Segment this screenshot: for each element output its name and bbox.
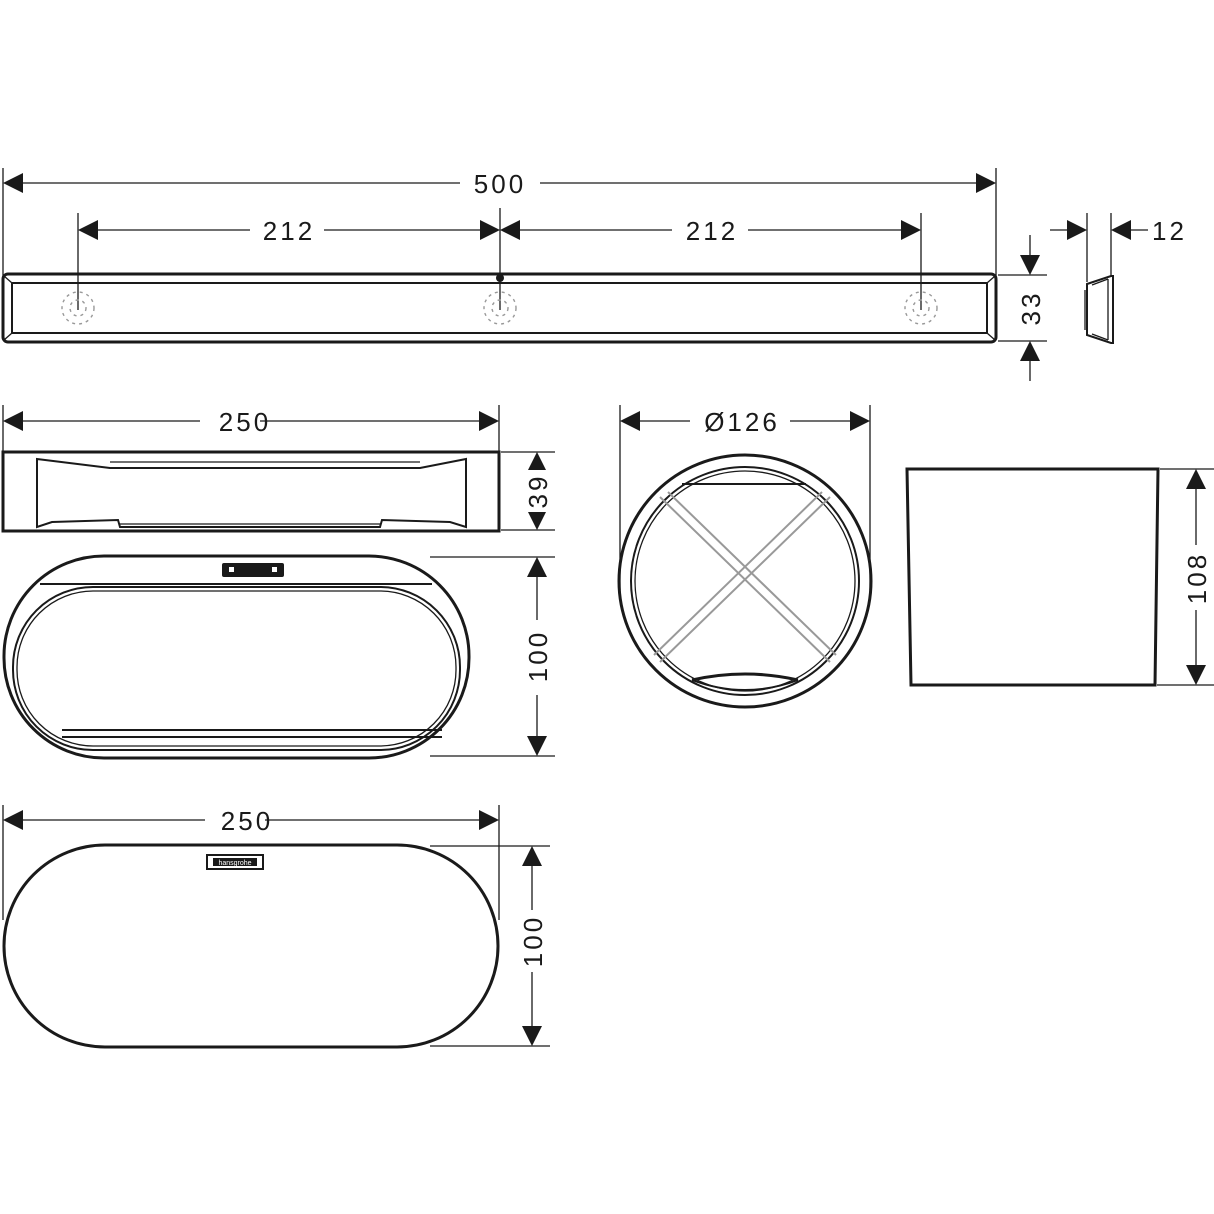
lid-top-view: 250 hansgrohe 100 <box>2 805 550 1049</box>
dimension-250-lid: 250 <box>3 806 499 836</box>
dimension-126: Ø126 <box>620 407 870 437</box>
dim-label-126: Ø126 <box>704 407 780 437</box>
dim-label-500: 500 <box>474 169 526 199</box>
basket-front-view: 250 39 <box>1 405 555 533</box>
dimension-108: 108 <box>1157 468 1214 686</box>
cup-top-view: Ø126 <box>617 405 873 709</box>
dim-label-250-basket: 250 <box>219 407 271 437</box>
dimension-250-basket: 250 <box>3 407 499 437</box>
mounting-hole-center <box>483 291 517 325</box>
dimension-100-lid: 100 <box>430 845 550 1047</box>
brand-logo-plate: hansgrohe <box>206 854 264 870</box>
mounting-hole-right <box>904 291 938 325</box>
brand-logo-text: hansgrohe <box>218 860 251 867</box>
dim-label-33: 33 <box>1016 291 1046 326</box>
mounting-hole-left <box>61 291 95 325</box>
dim-label-100-lid: 100 <box>518 915 548 967</box>
dimension-33: 33 <box>998 235 1047 381</box>
cup-side-view: 108 <box>905 467 1214 687</box>
dim-label-212-right: 212 <box>686 216 738 246</box>
dimension-500: 500 <box>3 169 996 199</box>
dim-label-108: 108 <box>1182 552 1212 604</box>
basket-top-view: 100 <box>2 554 555 760</box>
dim-label-39: 39 <box>523 474 553 509</box>
dim-label-100-basket: 100 <box>523 630 553 682</box>
dim-label-250-lid: 250 <box>221 806 273 836</box>
rail-body <box>1 272 998 344</box>
dimension-100-basket: 100 <box>430 556 555 757</box>
dimension-212-right: 212 <box>500 216 921 246</box>
rail-side-view: 12 <box>1050 213 1187 344</box>
brand-plate <box>222 563 284 577</box>
rail-front-view: 500 212 212 <box>1 168 1047 381</box>
dim-label-12: 12 <box>1152 216 1187 246</box>
dim-label-212-left: 212 <box>263 216 315 246</box>
dimension-39: 39 <box>501 451 555 531</box>
dimension-212-left: 212 <box>78 216 500 246</box>
